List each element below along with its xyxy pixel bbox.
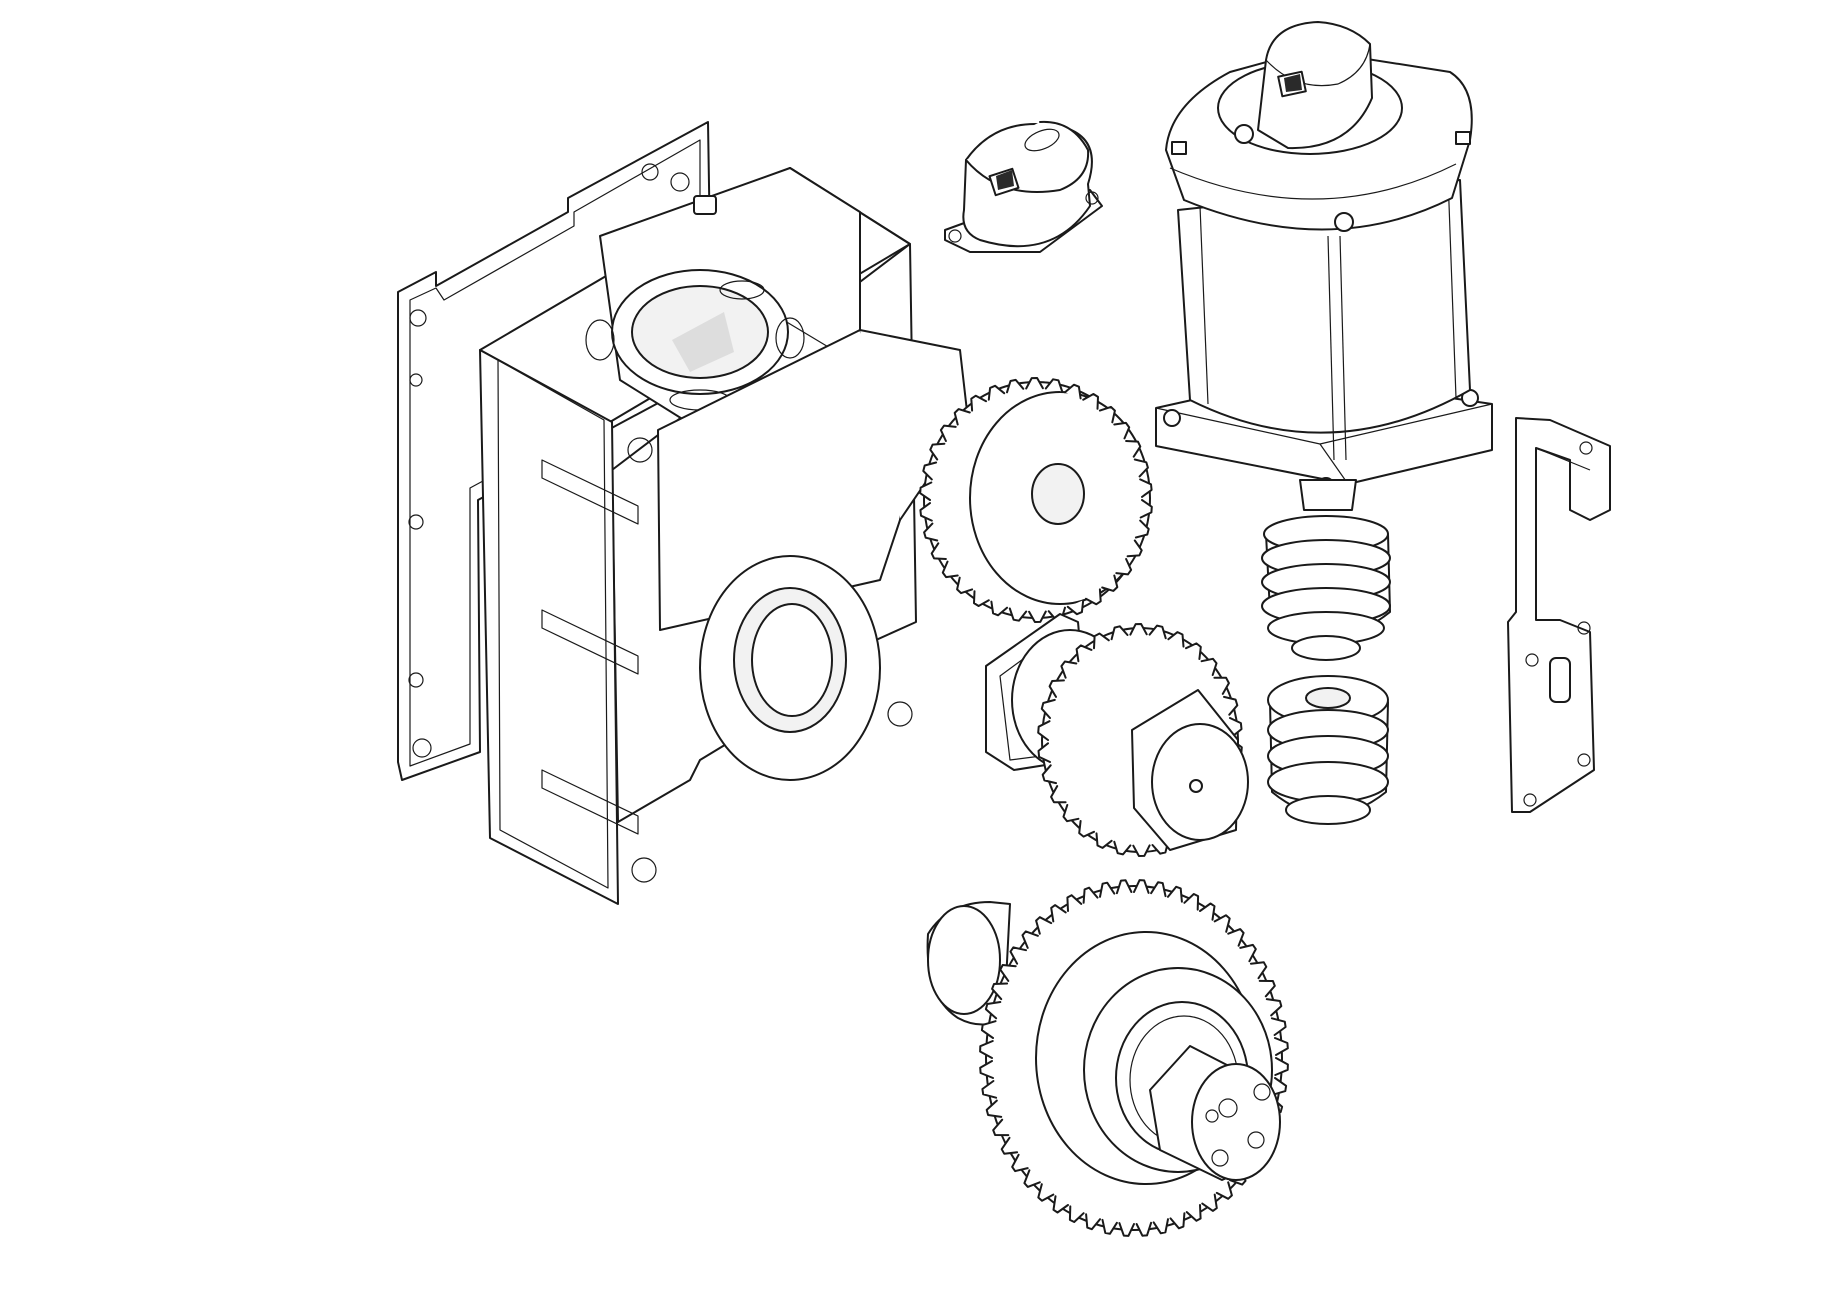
limit-switch-bracket [1507, 417, 1611, 813]
encoder-cap-small [944, 120, 1103, 253]
double-gear [985, 613, 1249, 857]
intermediate-gear [919, 377, 1153, 623]
worm-screw-loose [1267, 675, 1389, 825]
gearbox-housing [479, 167, 969, 905]
output-gear-shaft [926, 879, 1289, 1237]
worm-screw-motor [1261, 515, 1391, 661]
electric-motor [1155, 21, 1493, 511]
